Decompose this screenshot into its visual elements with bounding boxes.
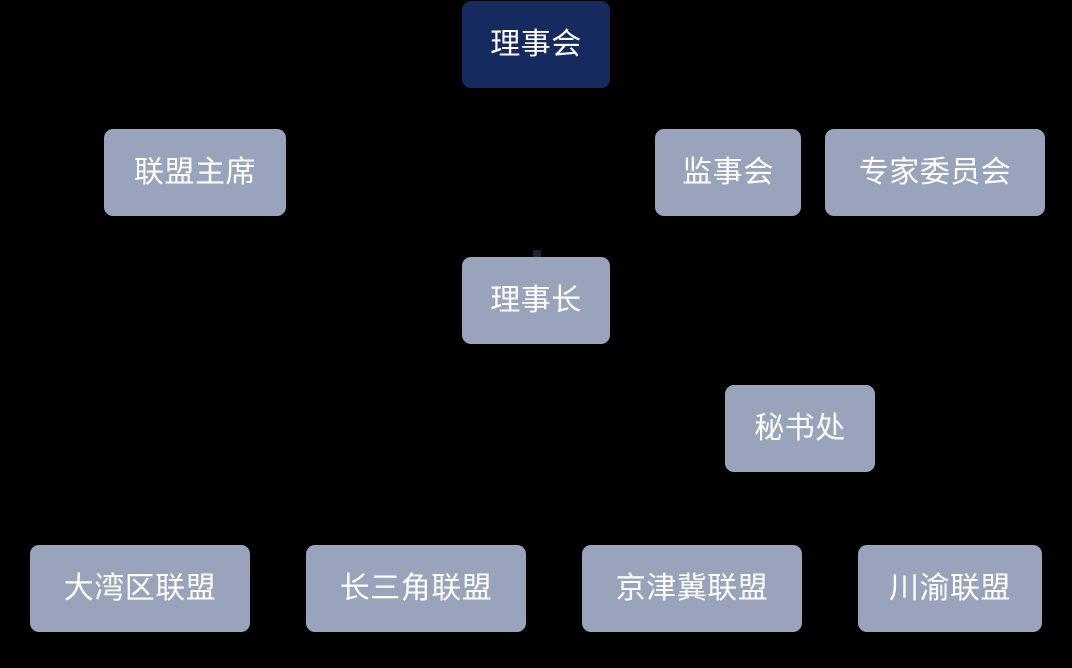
node-regional-alliance[interactable]: 京津冀联盟 [582, 545, 802, 632]
node-board-chairman-label: 理事长 [490, 283, 582, 317]
node-supervisory-board[interactable]: 监事会 [655, 129, 801, 216]
node-regional-alliance-label: 长三角联盟 [339, 571, 493, 605]
node-board-label: 理事会 [490, 27, 582, 61]
node-supervisory-board-label: 监事会 [682, 155, 774, 189]
node-regional-alliance[interactable]: 大湾区联盟 [30, 545, 250, 632]
node-board-chairman[interactable]: 理事长 [462, 257, 610, 344]
node-regional-alliance-label: 川渝联盟 [889, 571, 1011, 605]
node-alliance-president[interactable]: 联盟主席 [104, 129, 286, 216]
node-regional-alliance[interactable]: 长三角联盟 [306, 545, 526, 632]
node-alliance-president-label: 联盟主席 [134, 155, 256, 189]
node-secretariat-label: 秘书处 [754, 411, 846, 445]
node-regional-alliance-label: 京津冀联盟 [615, 571, 769, 605]
node-regional-alliance-label: 大湾区联盟 [63, 571, 217, 605]
node-regional-alliance[interactable]: 川渝联盟 [858, 545, 1042, 632]
connector-stub-board-to-chairman [533, 250, 541, 257]
node-expert-committee[interactable]: 专家委员会 [825, 129, 1045, 216]
node-board[interactable]: 理事会 [462, 1, 610, 88]
node-secretariat[interactable]: 秘书处 [725, 385, 875, 472]
node-expert-committee-label: 专家委员会 [858, 155, 1012, 189]
